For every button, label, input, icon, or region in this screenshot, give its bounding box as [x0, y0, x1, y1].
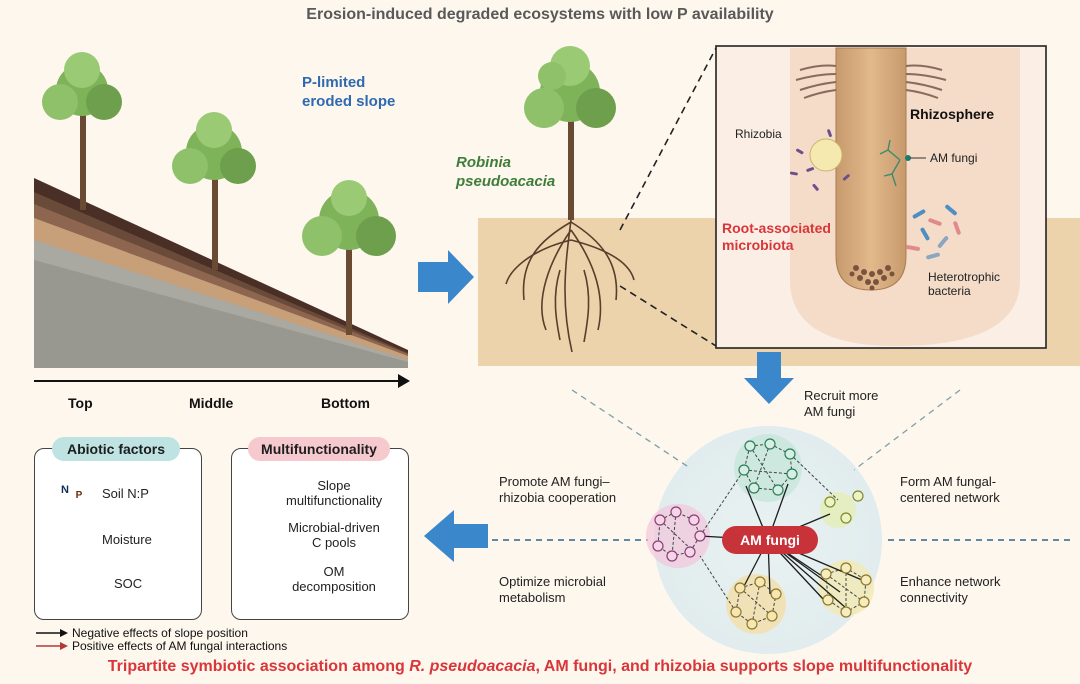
rhizosphere-label: Rhizosphere	[910, 106, 995, 122]
am-fungi-inset-label: AM fungi	[930, 151, 978, 165]
arrow-down-icon	[744, 352, 794, 404]
abiotic-row-label: Moisture	[102, 532, 152, 547]
legend-positive: Positive effects of AM fungal interactio…	[72, 639, 288, 653]
axis-middle-label: Middle	[189, 395, 234, 411]
multi-row-label: Microbial-driven C pools	[284, 520, 384, 550]
network-right-bottom-label: Enhance network connectivity	[900, 574, 1000, 606]
multi-row-line: C pools	[311, 535, 357, 550]
np-icon-letter-n: N	[61, 484, 69, 496]
slope-label: P-limited eroded slope	[302, 73, 395, 111]
eroded-slope	[34, 178, 408, 368]
arrow-right-icon	[418, 250, 474, 304]
heterotrophic-line: Heterotrophic	[928, 270, 1001, 284]
root-microbiota-label: Root-associated microbiota	[722, 220, 831, 254]
network-right-top-label: Form AM fungal- centered network	[900, 474, 1000, 506]
recruit-line: Recruit more	[804, 388, 879, 403]
footer-species: R. pseudoacacia	[409, 658, 536, 675]
network-label-line: metabolism	[499, 590, 566, 605]
footer-suffix: , AM fungi, and rhizobia supports slope …	[535, 658, 973, 675]
rhizobia-label: Rhizobia	[735, 127, 782, 141]
multifunctionality-box	[231, 448, 409, 620]
slope-label-line: eroded slope	[302, 93, 396, 110]
plant-label-line: Robinia	[456, 154, 511, 171]
network-label-line: Enhance network	[900, 574, 1001, 589]
slope-axis	[34, 374, 410, 388]
root-microbiota-line: Root-associated	[722, 220, 831, 236]
abiotic-row-label: SOC	[114, 576, 143, 591]
axis-top-label: Top	[68, 395, 93, 411]
robinia-tree-icon	[505, 46, 635, 353]
footer-caption: Tripartite symbiotic association among R…	[0, 658, 1080, 676]
abiotic-factors-box	[34, 448, 202, 620]
network-label-line: connectivity	[900, 590, 968, 605]
axis-bottom-label: Bottom	[321, 395, 370, 411]
legend-arrows	[36, 629, 68, 650]
multi-row-line: OM	[323, 564, 345, 579]
multi-row-label: OM decomposition	[284, 564, 384, 594]
tree-icon	[172, 112, 256, 270]
heterotrophic-label: Heterotrophic bacteria	[928, 270, 1000, 298]
multi-row-label: Slope multifunctionality	[286, 478, 382, 508]
legend-negative: Negative effects of slope position	[72, 626, 248, 640]
footer-prefix: Tripartite symbiotic association among	[107, 658, 410, 675]
multi-row-line: multifunctionality	[286, 493, 383, 508]
network-label-line: rhizobia cooperation	[499, 490, 617, 505]
am-fungi-network	[492, 389, 1070, 654]
tree-icon	[42, 52, 122, 210]
multi-row-line: Microbial-driven	[288, 520, 380, 535]
network-left-bottom-label: Optimize microbial metabolism	[499, 574, 606, 606]
carbon-icon-letter: C	[252, 528, 260, 540]
zoom-line	[619, 47, 717, 231]
network-label-line: Optimize microbial	[499, 574, 606, 589]
multi-row-line: decomposition	[292, 579, 376, 594]
network-label-line: Form AM fungal-	[900, 474, 997, 489]
heterotrophic-line: bacteria	[928, 284, 971, 298]
zoom-line	[619, 285, 717, 347]
rhizosphere-inset	[715, 45, 1047, 349]
multi-row-line: Slope	[317, 478, 351, 493]
np-icon-letter-p: P	[75, 490, 83, 501]
multifunctionality-header: Multifunctionality	[248, 437, 390, 461]
tree-icon	[302, 180, 396, 335]
plant-label: Robinia pseudoacacia	[456, 153, 555, 191]
plant-label-line: pseudoacacia	[456, 173, 556, 190]
network-left-top-label: Promote AM fungi– rhizobia cooperation	[499, 474, 616, 506]
recruit-line: AM fungi	[804, 404, 856, 419]
am-fungi-hub-label: AM fungi	[740, 532, 800, 548]
arrow-left-icon	[424, 510, 488, 562]
slope-label-line: P-limited	[302, 74, 366, 91]
network-label-line: centered network	[900, 490, 1000, 505]
root-microbiota-line: microbiota	[722, 237, 794, 253]
network-label-line: Promote AM fungi–	[499, 474, 610, 489]
abiotic-row-label: Soil N:P	[102, 486, 149, 501]
abiotic-header: Abiotic factors	[52, 437, 180, 461]
recruit-label: Recruit more AM fungi	[804, 388, 878, 420]
page-title: Erosion-induced degraded ecosystems with…	[306, 6, 774, 23]
